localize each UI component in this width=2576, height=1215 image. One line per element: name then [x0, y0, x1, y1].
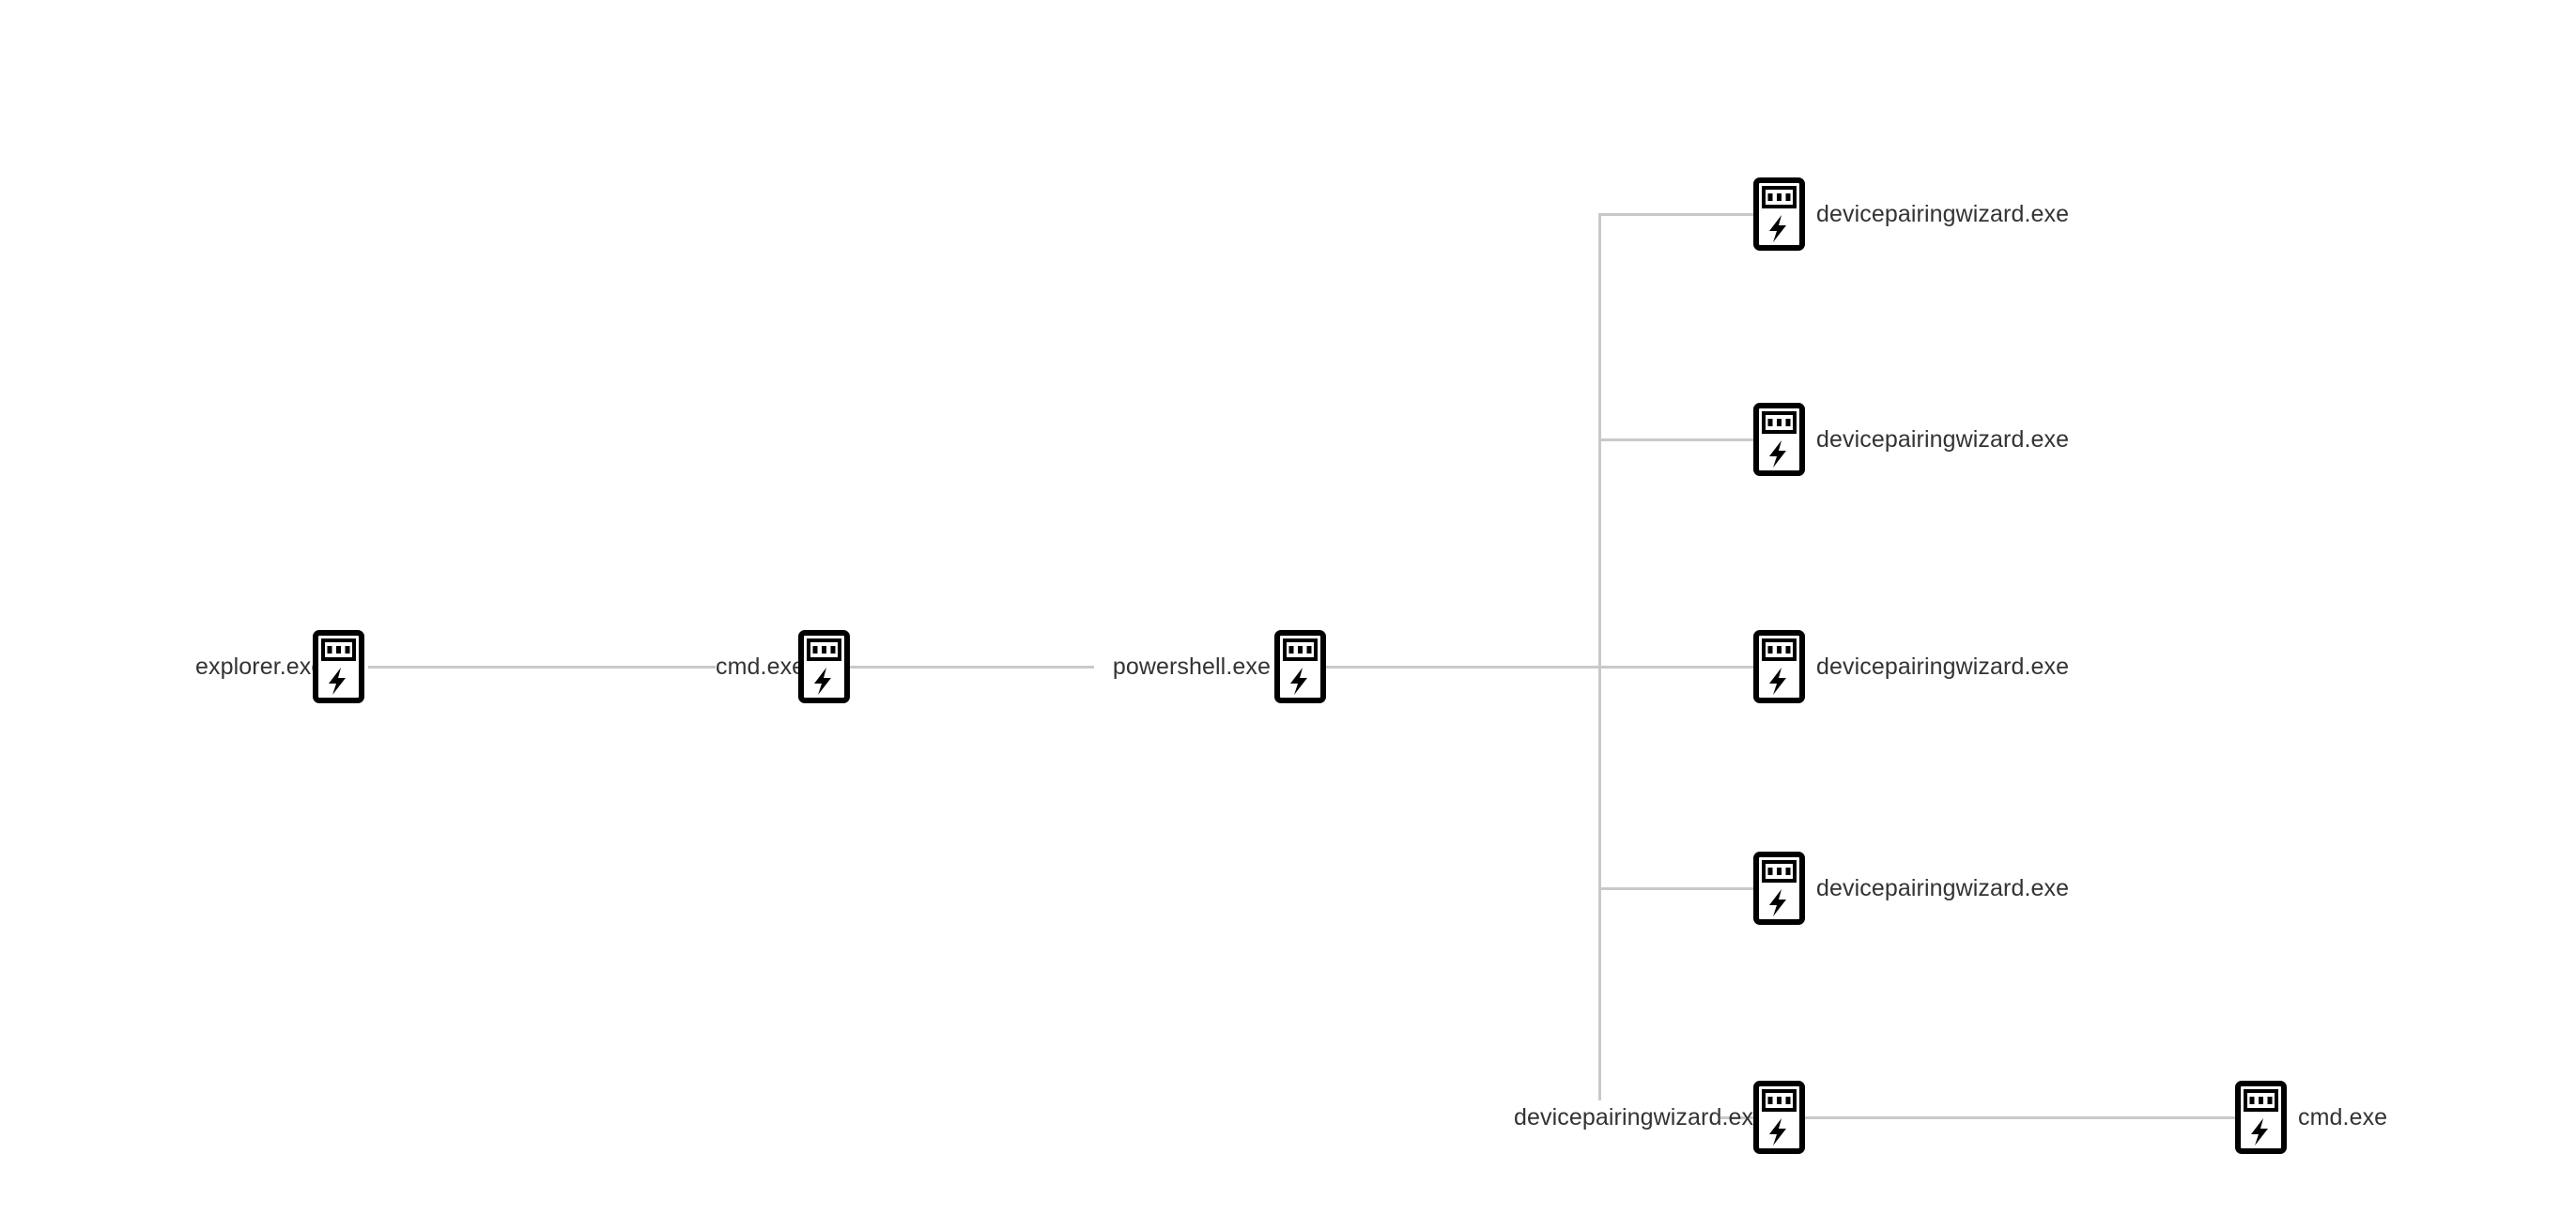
process-label-powershell: powershell.exe — [1112, 653, 1271, 680]
process-node-dpw-5[interactable]: devicepairingwizard.exe — [1514, 1081, 1805, 1154]
process-label-dpw-1: devicepairingwizard.exe — [1816, 200, 2070, 227]
process-executable-icon — [313, 630, 364, 703]
process-label-dpw-2: devicepairingwizard.exe — [1816, 425, 2070, 453]
process-executable-icon — [1753, 177, 1805, 251]
edge-trunk-to-dpw-5 — [1720, 1116, 1754, 1119]
process-node-dpw-1[interactable]: devicepairingwizard.exe — [1753, 177, 2069, 251]
process-label-dpw-5: devicepairingwizard.exe — [1514, 1103, 1767, 1130]
edge-explorer-to-cmd — [368, 666, 716, 669]
edge-trunk-vertical — [1598, 214, 1601, 1100]
process-label-dpw-4: devicepairingwizard.exe — [1816, 874, 2070, 901]
edge-trunk-to-dpw-4 — [1598, 887, 1753, 890]
process-node-powershell[interactable]: powershell.exe — [1094, 630, 1326, 703]
process-node-dpw-3[interactable]: devicepairingwizard.exe — [1753, 630, 2069, 703]
process-label-cmd-2: cmd.exe — [2298, 1103, 2388, 1130]
process-executable-icon — [2235, 1081, 2287, 1154]
edge-cmd-to-powershell — [850, 666, 1094, 669]
process-label-dpw-3: devicepairingwizard.exe — [1816, 653, 2070, 680]
process-executable-icon — [1753, 1081, 1805, 1154]
edge-powershell-to-trunk — [1326, 666, 1753, 669]
process-label-cmd-1: cmd.exe — [716, 653, 806, 680]
process-executable-icon — [1753, 630, 1805, 703]
edge-dpw5-to-cmd2 — [1805, 1116, 2235, 1119]
process-label-explorer: explorer.exe — [195, 653, 325, 680]
process-node-dpw-4[interactable]: devicepairingwizard.exe — [1753, 852, 2069, 925]
process-executable-icon — [1274, 630, 1326, 703]
process-node-dpw-2[interactable]: devicepairingwizard.exe — [1753, 403, 2069, 476]
process-node-explorer[interactable]: explorer.exe — [195, 630, 364, 703]
process-executable-icon — [1753, 403, 1805, 476]
process-executable-icon — [1753, 852, 1805, 925]
process-executable-icon — [798, 630, 850, 703]
edge-trunk-to-dpw-1 — [1598, 213, 1753, 216]
process-node-cmd-1[interactable]: cmd.exe — [716, 630, 850, 703]
process-node-cmd-2[interactable]: cmd.exe — [2235, 1081, 2387, 1154]
edge-trunk-to-dpw-2 — [1598, 438, 1753, 441]
